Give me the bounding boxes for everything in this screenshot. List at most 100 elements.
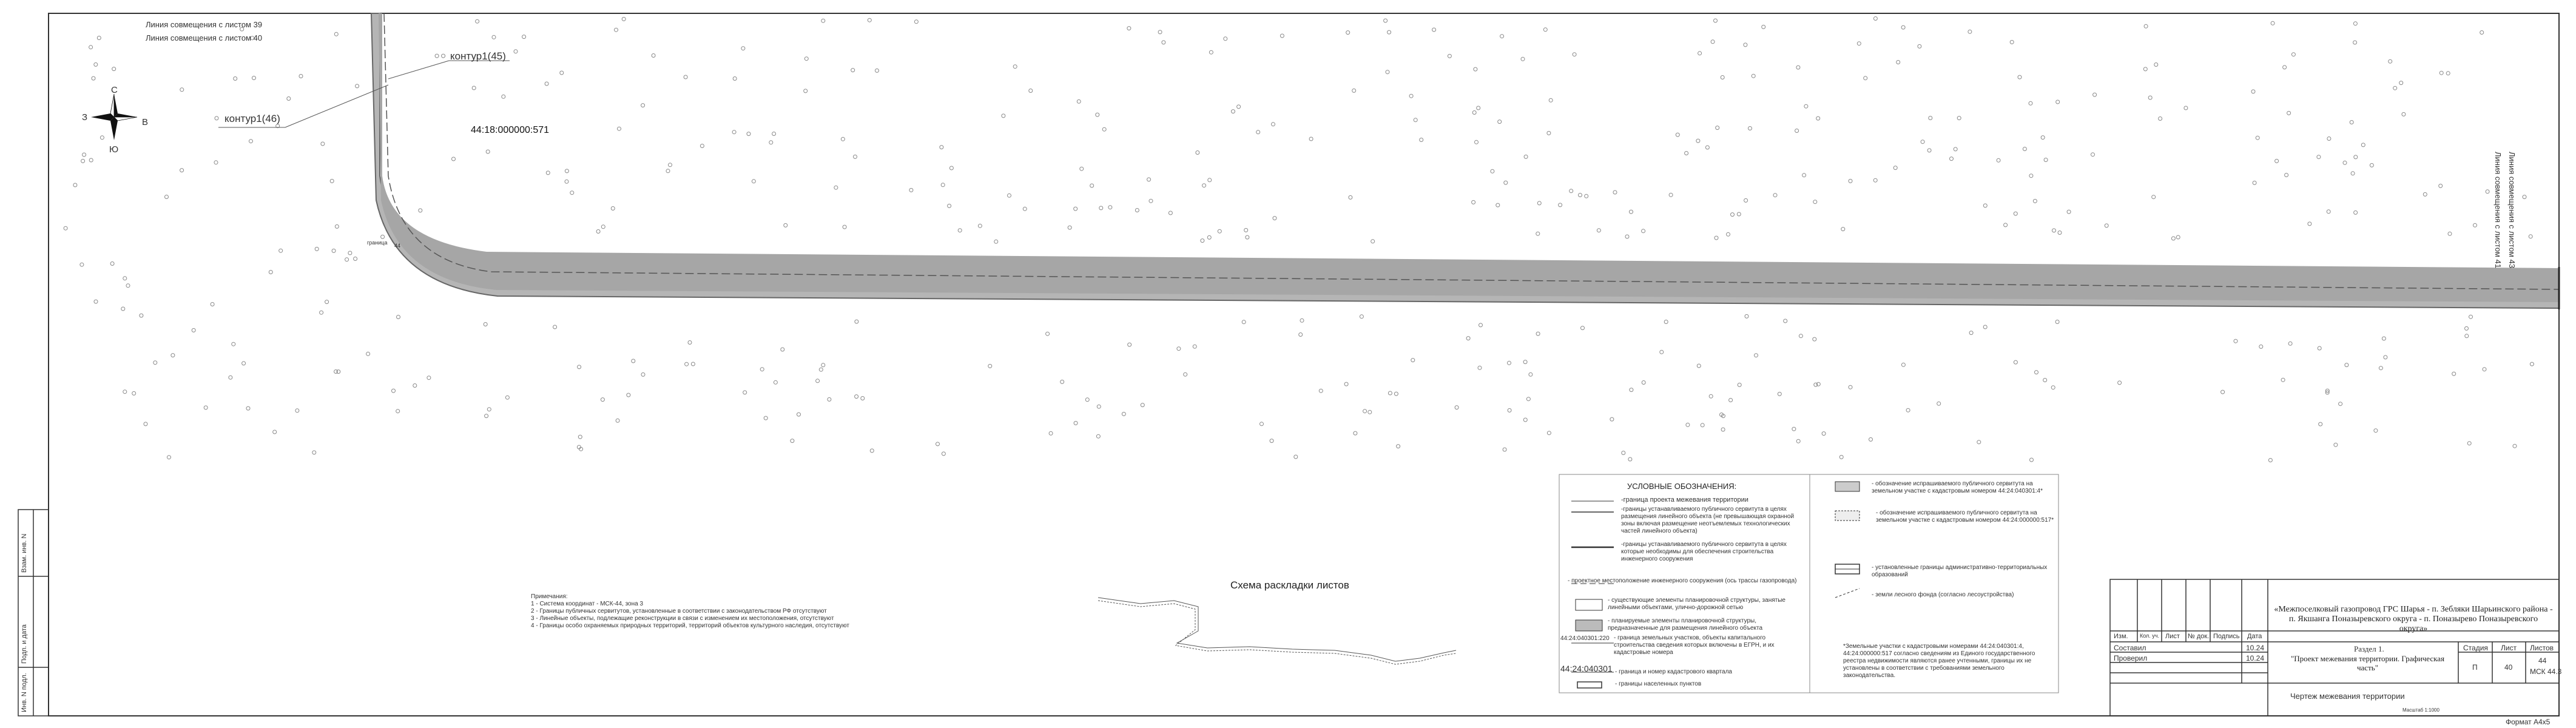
forest-dot — [1236, 104, 1241, 109]
legend-item: - граница и номер кадастрового квартала — [1615, 669, 1732, 675]
forest-dot — [1383, 18, 1388, 23]
forest-dot — [1269, 439, 1274, 443]
forest-dot — [1957, 116, 1961, 121]
forest-dot — [1713, 18, 1718, 23]
forest-dot — [1507, 408, 1512, 413]
forest-dot — [544, 81, 549, 86]
forest-dot — [1099, 206, 1104, 211]
forest-dot — [1873, 178, 1878, 183]
forest-dot — [228, 375, 233, 380]
forest-dot — [505, 395, 510, 400]
forest-dot — [2369, 163, 2374, 167]
forest-dot — [2091, 152, 2095, 157]
forest-dot — [1127, 342, 1132, 347]
forest-dot — [153, 360, 158, 365]
forest-dot — [2029, 174, 2034, 178]
forest-dot — [1967, 29, 1972, 34]
legend-box-right — [1809, 474, 2059, 693]
forest-dot — [191, 328, 196, 332]
forest-dot — [909, 187, 914, 192]
forest-dot — [1202, 183, 1207, 188]
right-align-line-2: Линия совмещения с листом 43 — [2507, 152, 2517, 269]
forest-dot — [1796, 439, 1801, 443]
forest-dot — [1526, 397, 1531, 402]
legend-symbols-right — [1835, 481, 1860, 598]
forest-dot — [1863, 76, 1868, 81]
forest-dot — [1352, 88, 1357, 93]
forest-dot — [170, 353, 175, 358]
forest-dot — [1856, 41, 1861, 46]
forest-dot — [1102, 127, 1107, 132]
forest-dot — [769, 140, 774, 145]
forest-dot — [2316, 155, 2321, 160]
legend-title: УСЛОВНЫЕ ОБОЗНАЧЕНИЯ: — [1627, 482, 1737, 491]
forest-dot — [121, 306, 126, 311]
forest-dot — [2183, 106, 2188, 110]
compass-east: В — [142, 117, 149, 127]
forest-dot — [1207, 235, 1212, 240]
forest-dot — [484, 414, 489, 419]
forest-dot — [1140, 403, 1145, 408]
forest-dot — [746, 132, 751, 136]
tb-role: Составил — [2114, 644, 2146, 652]
forest-dot — [355, 84, 360, 89]
forest-dot — [914, 19, 919, 24]
forest-dot — [2052, 228, 2056, 233]
forest-dot — [1536, 331, 1540, 336]
forest-dot — [1839, 454, 1844, 459]
forest-dot — [626, 393, 631, 397]
forest-dot — [614, 27, 618, 32]
forest-dot — [687, 340, 692, 345]
forest-dot — [2029, 457, 2034, 462]
pipeline-axis — [383, 13, 2560, 290]
forest-dot — [233, 76, 238, 81]
legend-item-right: - обозначение испрашиваемого публичного … — [1872, 480, 2043, 494]
forest-dot — [2482, 367, 2487, 372]
forest-dot — [483, 322, 488, 326]
forest-dot — [1096, 434, 1101, 439]
forest-dot — [2373, 428, 2378, 433]
forest-dot — [1520, 56, 1525, 61]
forest-dot — [570, 190, 575, 195]
forest-dot — [112, 67, 116, 72]
forest-dot — [1906, 408, 1910, 413]
forest-dot — [180, 168, 184, 173]
forest-dot — [2378, 366, 2383, 371]
forest-dot — [2423, 192, 2427, 197]
forest-dot — [1479, 323, 1483, 328]
forest-dot — [93, 62, 98, 67]
legend-code-1: 44:24:040301:220 — [1560, 635, 1610, 642]
corridor-inner — [379, 13, 2559, 302]
forest-dot — [1385, 70, 1390, 75]
forest-dot — [615, 418, 620, 423]
forest-dot — [2013, 360, 2018, 365]
forest-dot — [1060, 379, 1065, 384]
forest-dot — [2350, 171, 2355, 176]
forest-dot — [1548, 98, 1553, 103]
forest-dot — [2259, 344, 2264, 349]
forest-dot — [2255, 135, 2260, 140]
layout-scheme-title: Схема раскладки листов — [1230, 579, 1349, 591]
legend-item: -границы устанавливаемого публичного сер… — [1621, 506, 1795, 534]
forest-dot — [1073, 420, 1078, 425]
forest-dot — [1821, 431, 1826, 436]
forest-dot — [1569, 189, 1574, 194]
forest-dot — [1200, 238, 1205, 243]
tb-header: Кол. уч. — [2140, 633, 2159, 639]
forest-dot — [940, 183, 945, 187]
forest-dot — [610, 206, 615, 211]
forest-dot — [1309, 136, 1313, 141]
forest-dot — [773, 380, 778, 385]
forest-dot — [840, 136, 845, 141]
forest-dot — [1558, 203, 1563, 207]
forest-dot — [2353, 155, 2358, 160]
forest-dot — [396, 315, 400, 319]
servitude-corridor — [370, 13, 2560, 309]
forest-dot — [2326, 209, 2331, 214]
forest-dot — [651, 53, 656, 58]
forest-dot — [2317, 346, 2322, 351]
forest-dot — [790, 439, 795, 443]
forest-dot — [668, 163, 672, 167]
tb-header: Изм. — [2114, 633, 2128, 640]
forest-dot — [2528, 234, 2533, 239]
